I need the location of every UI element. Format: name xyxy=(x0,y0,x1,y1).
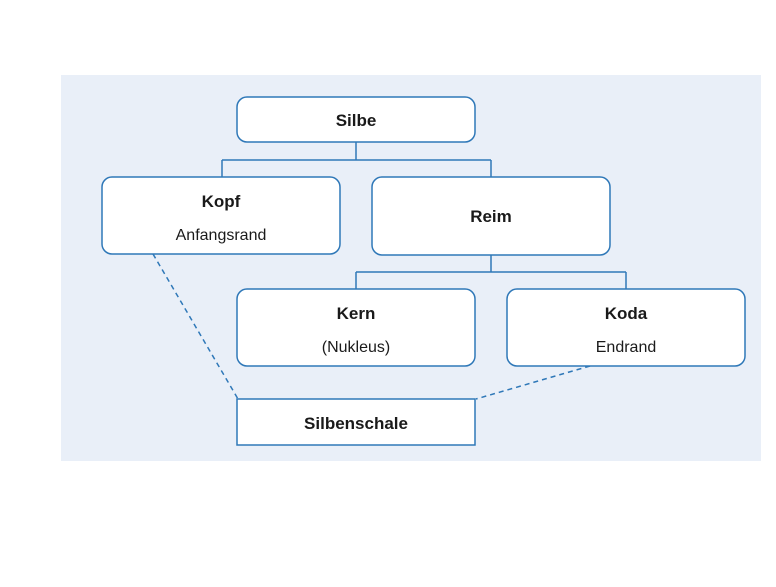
tree-connectors xyxy=(221,142,627,289)
node-koda-title: Koda xyxy=(605,304,648,323)
dashed-links xyxy=(152,253,591,400)
node-kopf-box xyxy=(101,176,341,255)
node-reim-title: Reim xyxy=(470,207,512,226)
node-silbenschale-title: Silbenschale xyxy=(304,414,408,433)
node-silbe: Silbe xyxy=(236,96,476,143)
node-kern-subtitle: (Nukleus) xyxy=(322,339,390,356)
node-silbe-box xyxy=(236,96,476,143)
node-kopf-title: Kopf xyxy=(202,192,241,211)
node-reim: Reim xyxy=(371,176,611,256)
node-kern: Kern (Nukleus) xyxy=(236,288,476,367)
node-koda-box xyxy=(506,288,746,367)
node-kopf: Kopf Anfangsrand xyxy=(101,176,341,255)
node-kopf-subtitle: Anfangsrand xyxy=(176,227,267,244)
node-kern-box xyxy=(236,288,476,367)
node-kern-title: Kern xyxy=(337,304,376,323)
node-reim-box xyxy=(371,176,611,256)
node-silbenschale-box xyxy=(236,398,476,446)
node-koda: Koda Endrand xyxy=(506,288,746,367)
dashed-link-kopf-silbenschale xyxy=(152,253,239,400)
node-koda-subtitle: Endrand xyxy=(596,339,657,356)
dashed-link-koda-silbenschale xyxy=(475,365,591,400)
node-silbe-title: Silbe xyxy=(336,111,377,130)
node-silbenschale: Silbenschale xyxy=(236,398,476,446)
